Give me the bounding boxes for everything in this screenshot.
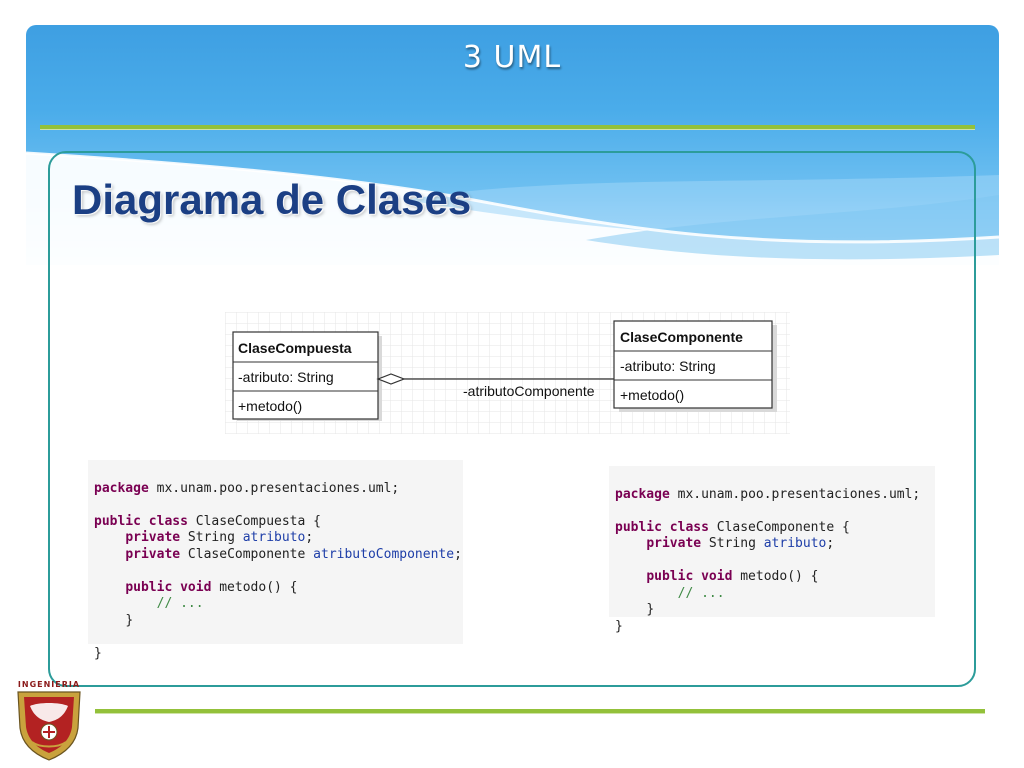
section-title: Diagrama de Clases — [72, 176, 472, 223]
class-name: ClaseCompuesta — [238, 340, 352, 356]
class-attribute: -atributo: String — [238, 369, 334, 385]
uml-class-diagram: ClaseCompuesta -atributo: String +metodo… — [225, 312, 790, 434]
uml-class-clasecomponente: ClaseComponente -atributo: String +metod… — [613, 320, 777, 412]
ingenieria-shield-logo: INGENIERIA — [17, 680, 81, 761]
uml-association: -atributoComponente — [376, 373, 614, 399]
slide-header-band — [26, 25, 999, 265]
header-wave-decoration — [26, 151, 999, 265]
class-method: +metodo() — [620, 387, 684, 403]
code-snippet-clasecomponente: package mx.unam.poo.presentaciones.uml; … — [609, 466, 935, 634]
code-line-package: package mx.unam.poo.presentaciones.uml; — [615, 486, 921, 502]
code-line-method: public void metodo() { — [646, 569, 819, 584]
code-line-close-class: } — [94, 645, 102, 661]
code-line-close-method: } — [125, 612, 134, 628]
class-attribute: -atributo: String — [620, 358, 716, 374]
code-line-comment: // ... — [156, 596, 204, 611]
code-line-method: public void metodo() { — [125, 579, 298, 595]
code-line-class: public class ClaseComponente { — [615, 519, 850, 535]
class-box — [613, 320, 773, 409]
class-method: +metodo() — [238, 398, 302, 414]
code-line-class: public class ClaseCompuesta { — [94, 513, 321, 529]
code-line-blank — [94, 563, 457, 580]
code-line-close-class: } — [615, 618, 623, 634]
shield-banner — [31, 741, 67, 748]
code-line-close-method: } — [646, 602, 655, 617]
top-divider — [40, 125, 975, 130]
content-frame — [48, 151, 976, 687]
code-line-field: private ClaseComponente atributoComponen… — [125, 546, 462, 562]
code-line-blank — [615, 503, 929, 520]
code-line-blank — [615, 553, 929, 570]
association-label: -atributoComponente — [463, 383, 595, 399]
bottom-divider — [95, 709, 985, 714]
code-line-package: package mx.unam.poo.presentaciones.uml; — [94, 480, 400, 496]
code-snippet-clasecompuesta: package mx.unam.poo.presentaciones.uml; … — [88, 460, 463, 661]
class-box — [232, 331, 379, 420]
class-name: ClaseComponente — [620, 329, 743, 345]
code-line-comment: // ... — [677, 585, 725, 601]
code-line-blank — [94, 497, 457, 514]
shield-emblem — [30, 703, 68, 722]
logo-text: INGENIERIA — [18, 680, 80, 689]
code-line-field: private String atributo; — [646, 536, 835, 551]
slide-title: 3 UML — [462, 40, 562, 75]
uml-class-clasecompuesta: ClaseCompuesta -atributo: String +metodo… — [232, 331, 382, 421]
code-line-field: private String atributo; — [125, 530, 314, 545]
code-line-blank — [94, 629, 457, 646]
shield-gear-cross — [43, 726, 55, 738]
